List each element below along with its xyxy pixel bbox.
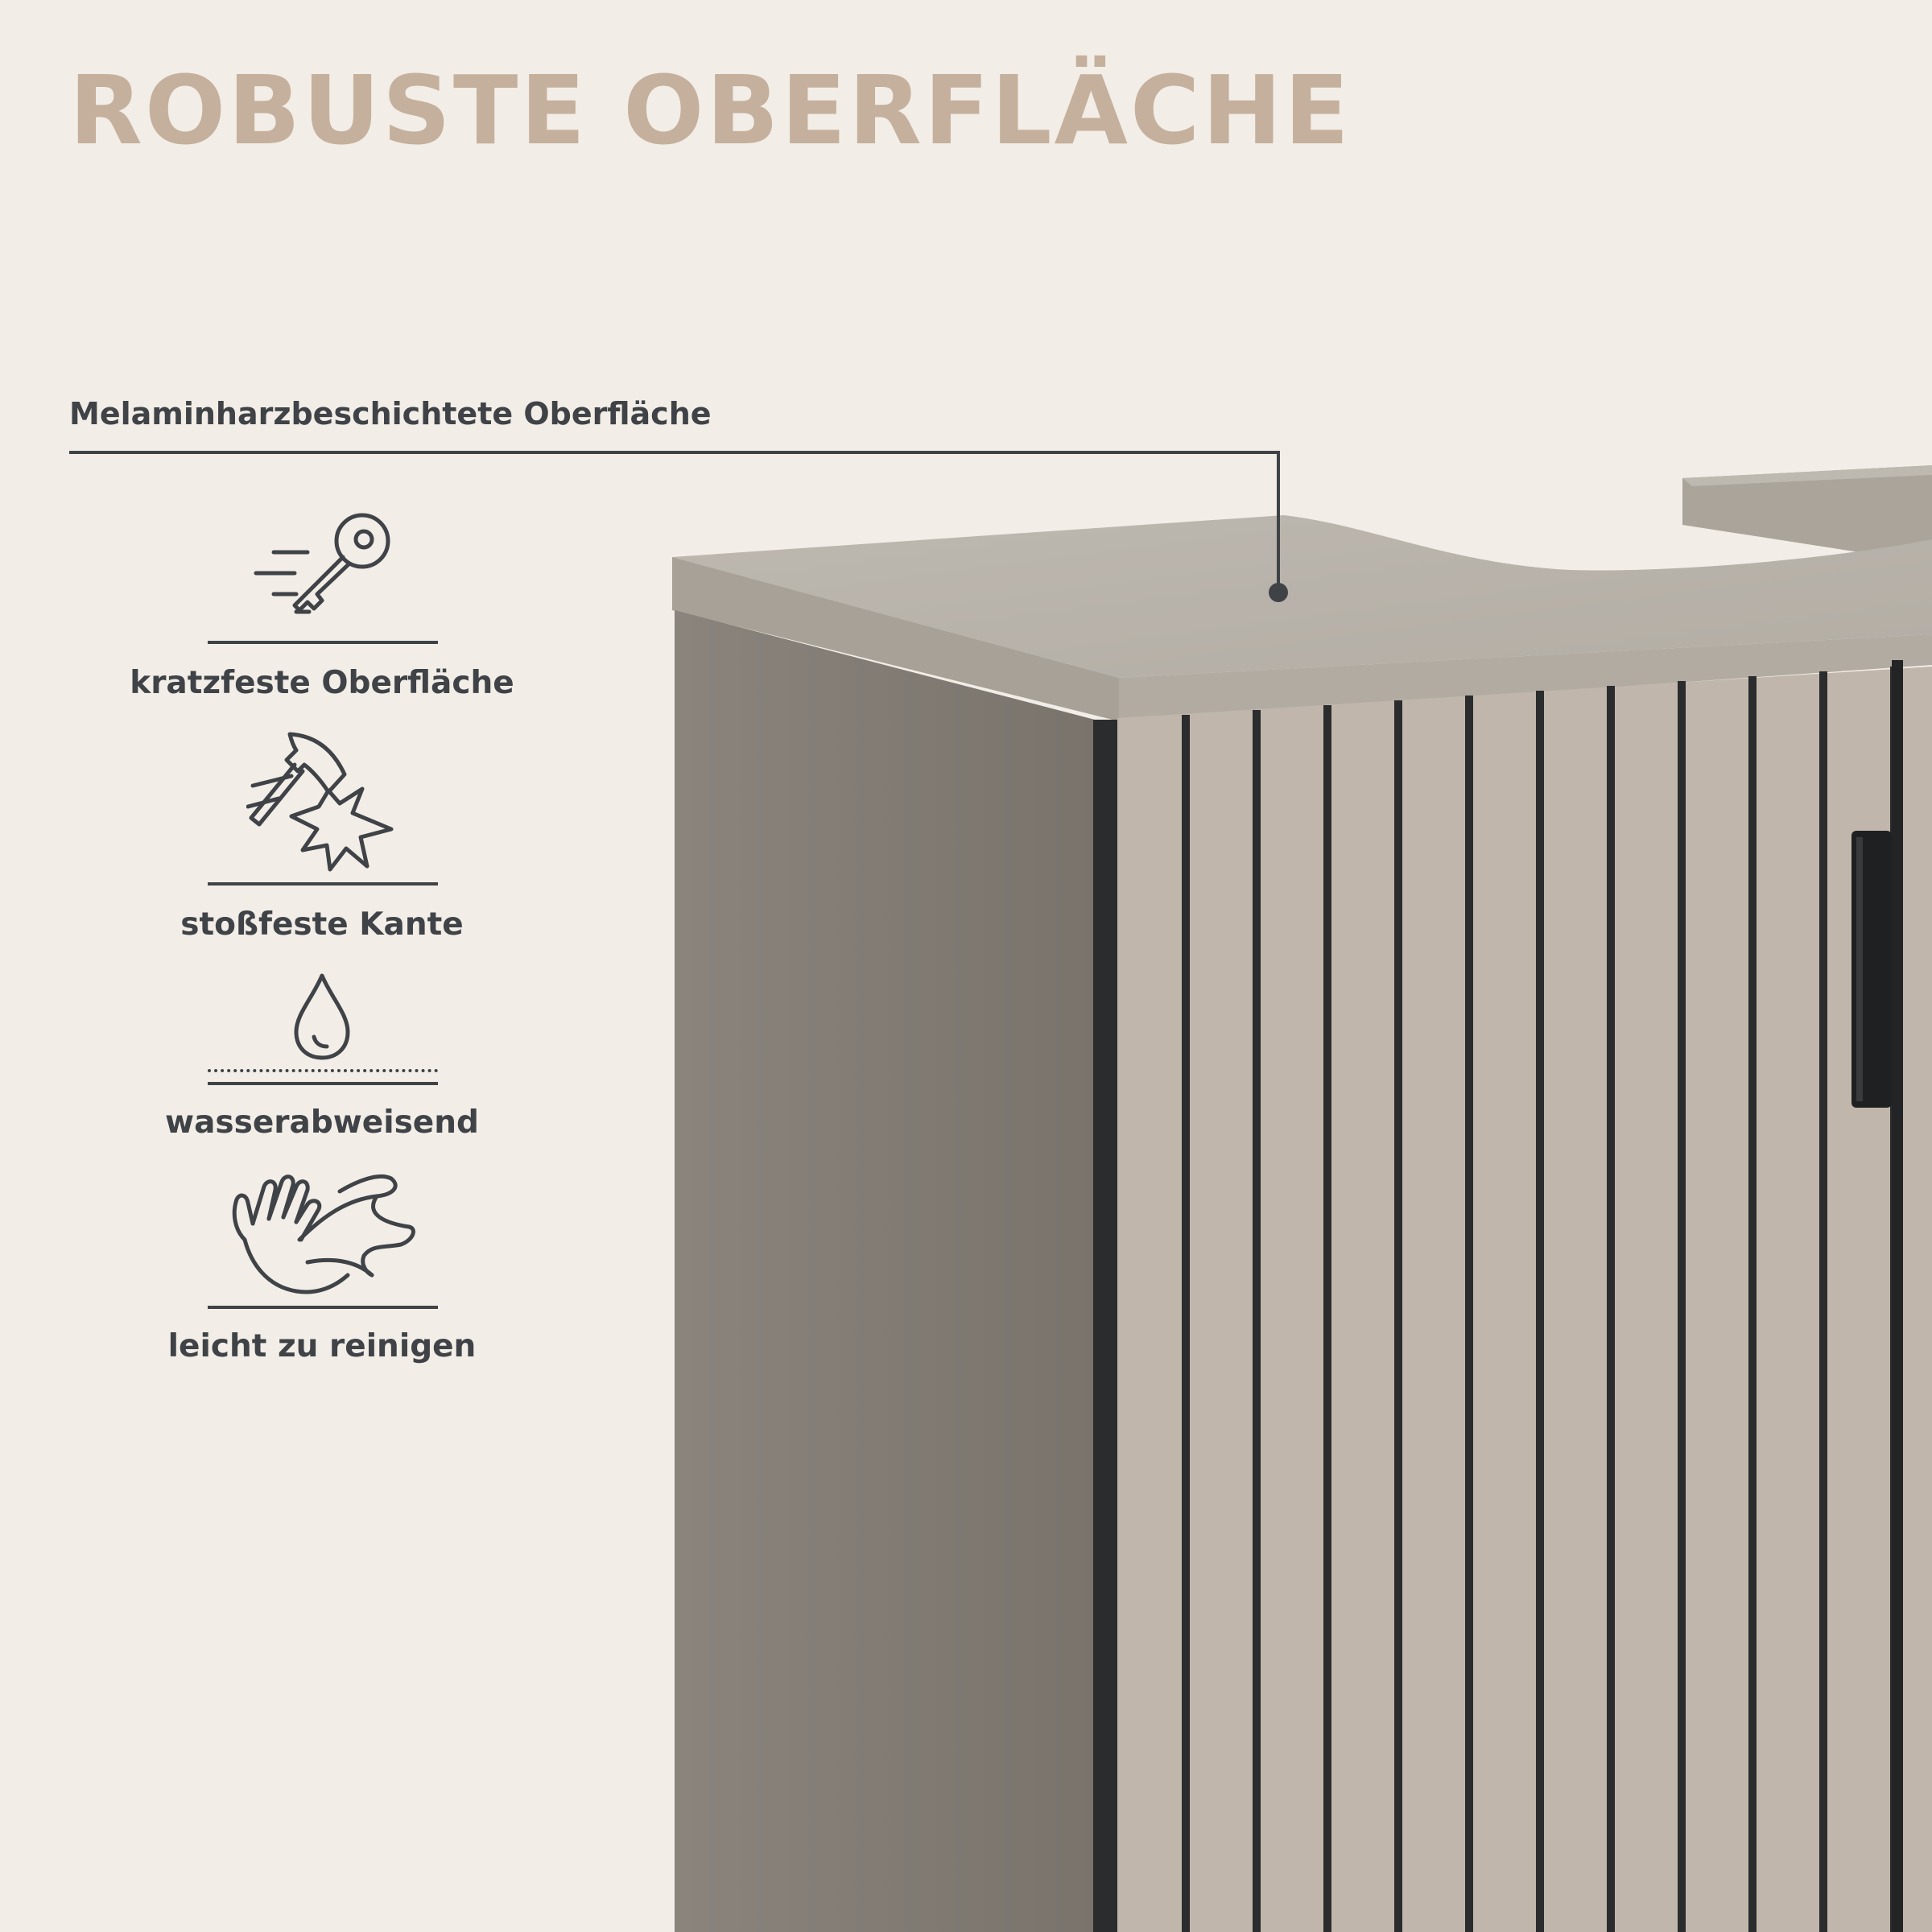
feature-divider: [208, 641, 438, 644]
cabinet-back-top: [1682, 465, 1932, 564]
cabinet-top-surface: [672, 515, 1932, 678]
feature-divider: [208, 1082, 438, 1085]
hand-cloth-icon: [232, 1174, 415, 1294]
callout-leader-line: [69, 451, 1288, 602]
cabinet-side-panel: [675, 610, 1095, 1932]
feature-divider: [208, 882, 438, 886]
feature-label-scratch: kratzfeste Oberfläche: [130, 665, 514, 701]
feature-label-water: wasserabweisend: [165, 1104, 479, 1141]
feature-label-impact: stoßfeste Kante: [180, 906, 464, 943]
cabinet-door: [1117, 667, 1932, 1932]
key-icon: [254, 513, 390, 614]
door-handle: [1852, 831, 1892, 1108]
cabinet-top-edge: [672, 557, 1119, 721]
feature-divider: [208, 1306, 438, 1309]
feature-dotted-divider: [208, 1069, 438, 1072]
page-title: ROBUSTE OBERFLÄCHE: [69, 55, 1352, 166]
callout-label: Melaminharzbeschichtete Oberfläche: [69, 396, 712, 431]
water-drop-icon: [294, 973, 350, 1060]
feature-label-clean: leicht zu reinigen: [167, 1328, 477, 1364]
hammer-impact-icon: [246, 732, 394, 872]
